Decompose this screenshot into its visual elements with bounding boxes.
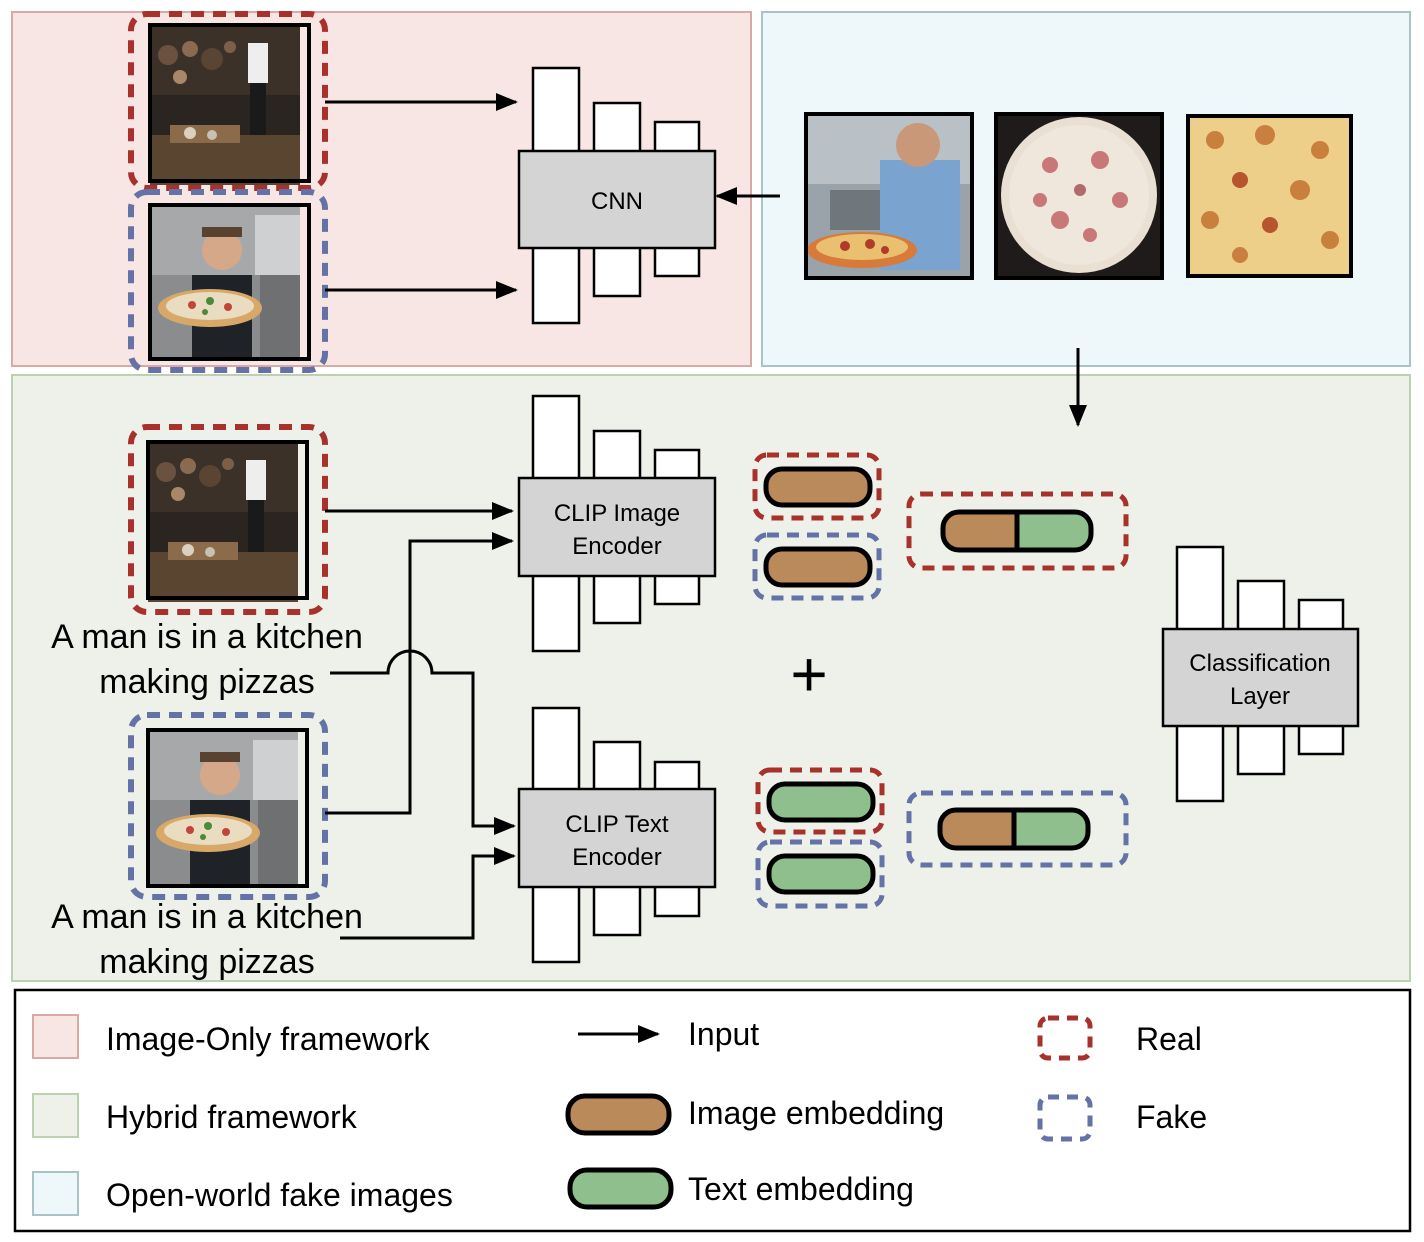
real-dashed-frame [752,452,882,521]
cnn-network [517,66,717,325]
legend-label-real: Real [1136,1021,1202,1057]
fake-dashed-frame [752,532,882,601]
fake-dashed-frame [128,189,328,373]
plus-sign: + [790,638,827,710]
clip-image-encoder-label-1: CLIP Image [554,500,680,527]
fake-caption-line2: making pizzas [99,943,314,981]
fake-dashed-frame [128,712,328,900]
legend-label-open-world: Open-world fake images [106,1177,453,1213]
concatenated-embedding-real [940,509,1094,553]
fake-image-top [148,203,311,361]
image-embedding [763,546,873,588]
connection-lines [325,502,516,940]
real-image-top [148,23,311,185]
open-world-image-2 [994,112,1164,280]
concatenated-embedding-fake [937,807,1091,851]
classification-layer [1161,545,1360,803]
text-embedding [766,853,876,895]
clip-text-encoder-label-2: Encoder [572,844,661,871]
classification-layer-label-1: Classification [1189,650,1330,677]
real-image-hybrid [146,440,309,602]
image-embedding [763,466,873,508]
clip-image-encoder-label-2: Encoder [572,533,661,560]
legend-swatch-open-world [32,1171,79,1216]
legend-swatch-hybrid [32,1093,79,1138]
text-embedding [766,781,876,823]
legend-text-embedding [567,1167,674,1210]
clip-text-encoder [517,706,717,964]
fake-caption-line1: A man is in a kitchen [51,898,363,936]
real-caption-line1: A man is in a kitchen [51,618,363,656]
clip-image-encoder [517,394,717,653]
classification-layer-label-2: Layer [1230,683,1290,710]
legend-label-image-only: Image-Only framework [106,1021,431,1057]
real-dashed-frame [755,767,885,835]
legend-label-fake: Fake [1136,1099,1207,1135]
fake-image-hybrid [146,728,309,888]
legend-image-embedding [565,1093,672,1136]
legend-fake-frame [1037,1094,1093,1142]
real-caption-line2: making pizzas [99,663,314,701]
open-world-image-3 [1186,114,1353,278]
real-dashed-frame [128,424,328,615]
clip-text-encoder-label-1: CLIP Text [565,811,669,838]
legend-label-input: Input [688,1016,759,1052]
legend-label-text-embedding: Text embedding [688,1171,914,1207]
legend-swatch-image-only [32,1014,79,1059]
legend-box [13,988,1412,1233]
cnn-label: CNN [591,188,643,215]
fake-dashed-frame [755,839,885,909]
legend-label-hybrid: Hybrid framework [106,1099,358,1135]
legend-real-frame [1037,1015,1093,1061]
open-world-image-1 [804,112,974,280]
legend-label-image-embedding: Image embedding [688,1095,944,1131]
